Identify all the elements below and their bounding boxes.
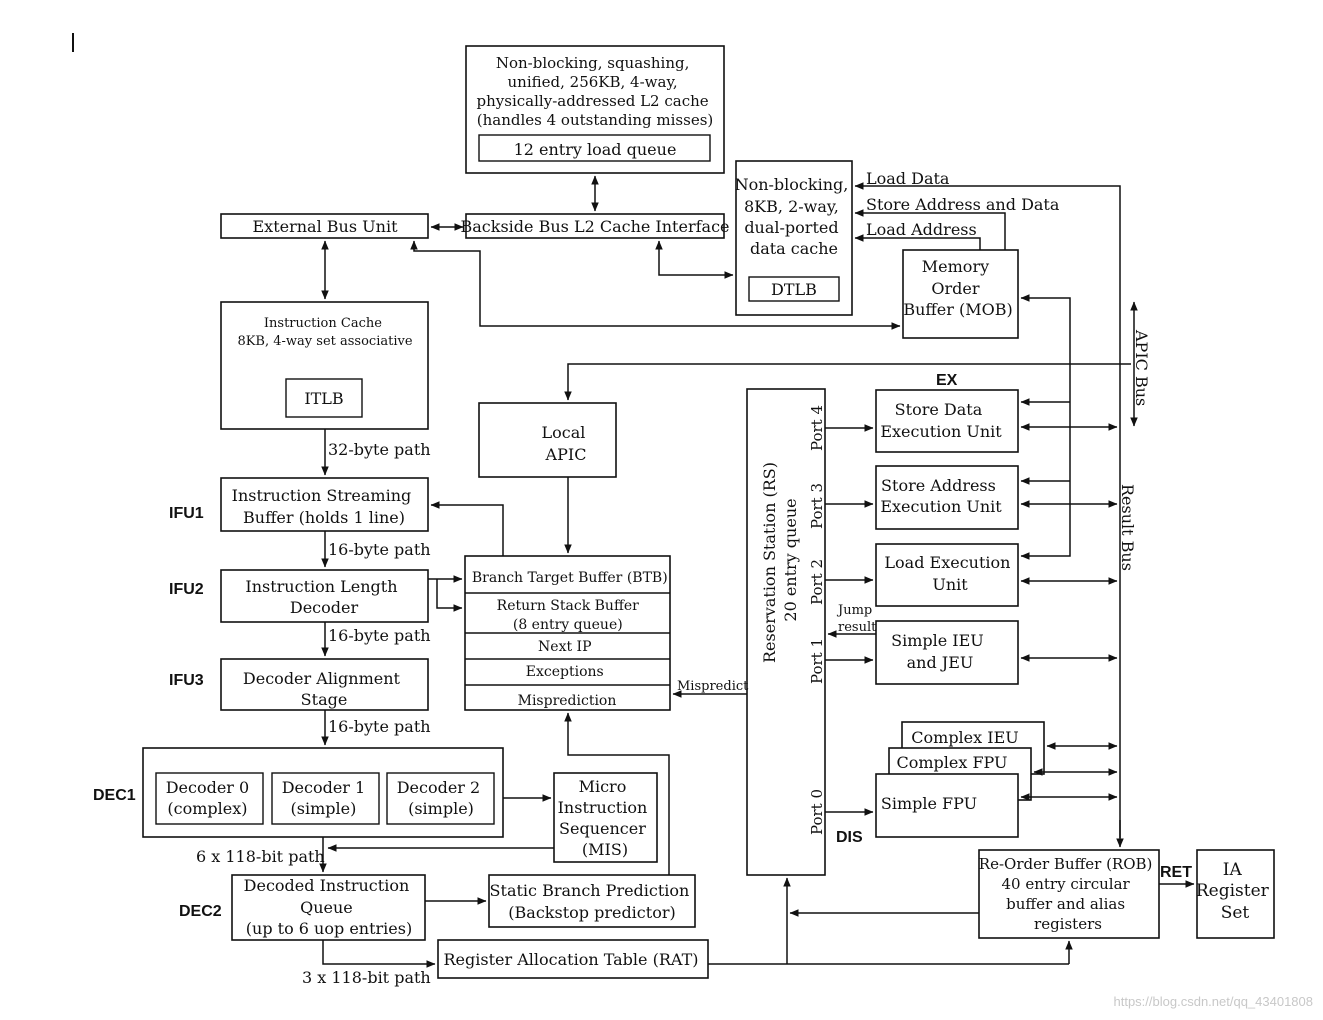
- svg-text:Decoder Alignment Stage: Decoder Alignment Stage: [243, 669, 405, 709]
- path-6x118-label: 6 x 118-bit path: [196, 847, 325, 866]
- stage-ifu2: IFU2: [169, 581, 204, 598]
- local-apic: Local APIC: [478, 402, 617, 478]
- decoder-alignment-stage: Decoder Alignment Stage: [220, 658, 429, 711]
- return-stack-label: Return Stack Buffer: [497, 598, 640, 614]
- data-cache-block: Non-blocking, 8KB, 2-way, dual-ported da…: [735, 160, 853, 316]
- ia-register-set: IA Register Set: [1196, 849, 1275, 939]
- decoder-1-box: [271, 772, 380, 825]
- dec1-decoders-block: Decoder 0 (complex) Decoder 1 (simple) D…: [142, 747, 504, 838]
- path-32-label: 32-byte path: [328, 440, 431, 459]
- svg-text:Non-blocking, squashing,: Non-blocking, squashing, unified, 256KB,…: [477, 54, 714, 129]
- svg-text:Branch Target Buffer (BTB): Branch Target Buffer (BTB) Return Stack …: [472, 570, 672, 709]
- path-16-b-label: 16-byte path: [328, 626, 431, 645]
- path-16-a-label: 16-byte path: [328, 540, 431, 559]
- port-0: Port 0: [808, 789, 826, 835]
- signal-labels: Load Data Store Address and Data Load Ad…: [196, 169, 1151, 987]
- load-execution-unit: Load Execution Unit: [875, 543, 1019, 607]
- connectors: [319, 175, 1195, 968]
- itlb-box: [285, 378, 363, 418]
- svg-text:Decoded Instruction Queu: Decoded Instruction Queue (up to 6 uop e…: [244, 876, 415, 938]
- instruction-streaming-buffer: Instruction Streaming Buffer (holds 1 li…: [220, 477, 429, 532]
- result-label: result: [838, 620, 877, 635]
- path-16-c-label: 16-byte path: [328, 717, 431, 736]
- itlb-label: ITLB: [304, 389, 343, 408]
- svg-text:Store Address Execution: Store Address Execution Unit: [880, 476, 1002, 516]
- svg-text:Instruction Cache 8KB, 4: Instruction Cache 8KB, 4-way set associa…: [237, 316, 412, 349]
- load-queue-box: [478, 134, 711, 162]
- stage-dec1: DEC1: [93, 787, 136, 804]
- simple-ieu-jeu: Simple IEU and JEU: [875, 620, 1019, 685]
- svg-text:Simple FPU: Simple FPU: [881, 794, 977, 813]
- static-branch-prediction: Static Branch Prediction (Backstop predi…: [488, 874, 696, 928]
- decoded-instruction-queue: Decoded Instruction Queue (up to 6 uop e…: [231, 874, 426, 941]
- backside-bus-interface: Backside Bus L2 Cache Interface: [461, 213, 730, 239]
- port-1: Port 1: [808, 638, 826, 684]
- svg-text:Memory Order Buffe: Memory Order Buffer (MOB): [903, 257, 1012, 319]
- pipeline-stage-labels: IFU1 IFU2 IFU3 DEC1 DEC2 EX DIS RET: [93, 372, 1192, 920]
- svg-text:Static Branch Prediction: Static Branch Prediction (Backstop predi…: [490, 881, 695, 922]
- apic-bus-label: APIC Bus: [1132, 329, 1151, 406]
- svg-text:Load Execution Unit: Load Execution Unit: [884, 553, 1015, 594]
- result-bus-label: Result Bus: [1118, 484, 1137, 571]
- misprediction-label: Misprediction: [518, 693, 617, 709]
- svg-text:Backside Bus L2 Cache Interfac: Backside Bus L2 Cache Interface: [461, 217, 730, 236]
- svg-text:Reservation Station (RS): Reservation Station (RS) 20 entry queue: [760, 457, 800, 663]
- svg-text:Simple IEU and JEU: Simple IEU and JEU: [891, 631, 989, 672]
- load-queue-label: 12 entry load queue: [514, 140, 677, 159]
- svg-text:Re-Order Buffer (ROB) 40: Re-Order Buffer (ROB) 40 entry circular …: [979, 855, 1157, 933]
- next-ip-label: Next IP: [538, 639, 591, 655]
- micro-instruction-sequencer: Micro Instruction Sequencer (MIS): [553, 772, 658, 863]
- load-data-label: Load Data: [866, 169, 950, 188]
- watermark: https://blog.csdn.net/qq_43401808: [1114, 994, 1314, 1009]
- svg-text:Micro Instruction: Micro Instruction Sequencer (MIS): [558, 777, 653, 859]
- svg-text:Instruction Length Decod: Instruction Length Decoder: [245, 577, 402, 617]
- svg-text:Store Data Execution Uni: Store Data Execution Unit: [880, 400, 1002, 441]
- svg-text:Instruction Streaming Bu: Instruction Streaming Buffer (holds 1 li…: [232, 486, 417, 527]
- dtlb-label: DTLB: [771, 280, 817, 299]
- stage-ret: RET: [1160, 864, 1192, 881]
- store-address-data-label: Store Address and Data: [866, 195, 1060, 214]
- svg-text:Complex FPU: Complex FPU: [896, 753, 1007, 772]
- re-order-buffer: Re-Order Buffer (ROB) 40 entry circular …: [978, 849, 1160, 939]
- svg-text:External Bus Unit: External Bus Unit: [253, 217, 399, 236]
- memory-order-buffer: Memory Order Buffer (MOB): [902, 249, 1019, 339]
- stage-ifu1: IFU1: [169, 505, 204, 522]
- stage-ifu3: IFU3: [169, 672, 204, 689]
- stage-dec2: DEC2: [179, 903, 222, 920]
- store-address-execution-unit: Store Address Execution Unit: [875, 465, 1019, 530]
- external-bus-unit: External Bus Unit: [220, 213, 429, 239]
- svg-text:IA Register Set: IA Register Set: [1196, 860, 1274, 923]
- instruction-cache-block: Instruction Cache 8KB, 4-way set associa…: [220, 301, 429, 430]
- svg-text:Local APIC: Local APIC: [542, 423, 591, 464]
- store-data-execution-unit: Store Data Execution Unit: [875, 389, 1019, 453]
- btb-label: Branch Target Buffer (BTB): [472, 570, 668, 586]
- instruction-length-decoder: Instruction Length Decoder: [220, 569, 429, 623]
- l2-cache-block: Non-blocking, squashing, unified, 256KB,…: [465, 45, 725, 174]
- reservation-station: Reservation Station (RS) 20 entry queue: [746, 388, 826, 876]
- stage-ex: EX: [936, 372, 958, 389]
- svg-text:Complex IEU: Complex IEU: [911, 728, 1018, 747]
- path-3x118-label: 3 x 118-bit path: [302, 968, 431, 987]
- svg-text:Decoder 0 (complex): Decoder 0 (complex) Decoder 1 (simple) D…: [166, 778, 486, 818]
- port-4: Port 4: [808, 405, 826, 451]
- register-allocation-table: Register Allocation Table (RAT): [437, 939, 709, 979]
- mispredict-label: Mispredict: [677, 679, 749, 694]
- simple-fpu: Simple FPU: [875, 773, 1019, 838]
- svg-text:Register Allocation Table (RAT: Register Allocation Table (RAT): [444, 950, 699, 969]
- load-address-label: Load Address: [866, 220, 977, 239]
- exceptions-label: Exceptions: [526, 664, 604, 680]
- port-3: Port 3: [808, 483, 826, 529]
- branch-target-buffer-block: Branch Target Buffer (BTB) Return Stack …: [464, 555, 672, 711]
- decoder-0-box: [155, 772, 264, 825]
- jump-label: Jump: [836, 603, 872, 618]
- port-2: Port 2: [808, 559, 826, 605]
- stage-dis: DIS: [836, 829, 863, 846]
- decoder-2-box: [386, 772, 495, 825]
